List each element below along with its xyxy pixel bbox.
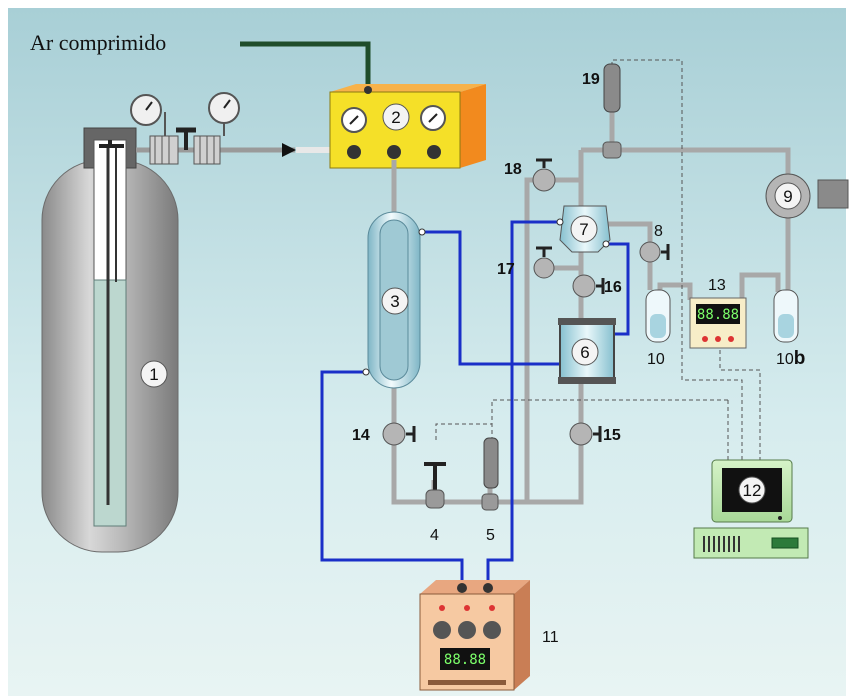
- compressed-air-label: Ar comprimido: [30, 30, 166, 55]
- label-16: 16: [604, 279, 622, 296]
- sample-tube-10: [645, 289, 671, 343]
- valve-17: [533, 246, 555, 279]
- label-10b-number: 10: [776, 351, 794, 368]
- label-10b: 10b: [776, 348, 805, 369]
- pressure-regulator: [130, 92, 352, 165]
- label-15: 15: [603, 427, 621, 444]
- label-circle-3: [381, 287, 409, 315]
- label-18: 18: [504, 161, 522, 178]
- label-17: 17: [497, 261, 515, 278]
- valve-18: [532, 158, 556, 192]
- label-5: 5: [486, 527, 495, 544]
- gas-controller-box: [329, 84, 486, 169]
- label-11: 11: [542, 629, 559, 646]
- label-circle-2: [382, 103, 410, 131]
- gas-cylinder: [41, 127, 179, 553]
- label-8: 8: [654, 223, 663, 240]
- label-12: 12: [743, 481, 762, 500]
- label-circle-9: [774, 182, 802, 210]
- sample-tube-10b: [773, 289, 799, 343]
- sensor-19: [602, 63, 622, 159]
- label-1: 1: [149, 365, 158, 384]
- compressed-air-line: [240, 41, 371, 90]
- heater-controller-11: [419, 580, 530, 691]
- label-6: 6: [580, 343, 589, 362]
- label-14: 14: [352, 427, 370, 444]
- label-circle-7: [570, 215, 598, 243]
- label-7: 7: [579, 220, 588, 239]
- label-10b-suffix: b: [794, 348, 806, 369]
- label-circle-1: [140, 360, 168, 388]
- sensor-5: [481, 437, 499, 511]
- valve-15: [569, 422, 602, 446]
- valve-8: [639, 241, 670, 263]
- valve-16: [572, 274, 605, 298]
- controller-13-display: 88.88: [697, 307, 739, 323]
- label-10: 10: [647, 351, 665, 368]
- controller-13: [689, 297, 747, 349]
- valve-4: [424, 462, 446, 509]
- label-13: 13: [708, 277, 726, 294]
- valve-14: [382, 422, 416, 446]
- label-4: 4: [430, 527, 439, 544]
- label-2: 2: [391, 108, 400, 127]
- label-circle-6: [571, 338, 599, 366]
- heating-lines: [320, 220, 630, 584]
- signal-lines: [435, 59, 761, 460]
- controller-11-display: 88.88: [444, 652, 486, 668]
- label-3: 3: [390, 292, 399, 311]
- label-19: 19: [582, 71, 600, 88]
- label-circle-12: [738, 476, 766, 504]
- label-9: 9: [783, 187, 792, 206]
